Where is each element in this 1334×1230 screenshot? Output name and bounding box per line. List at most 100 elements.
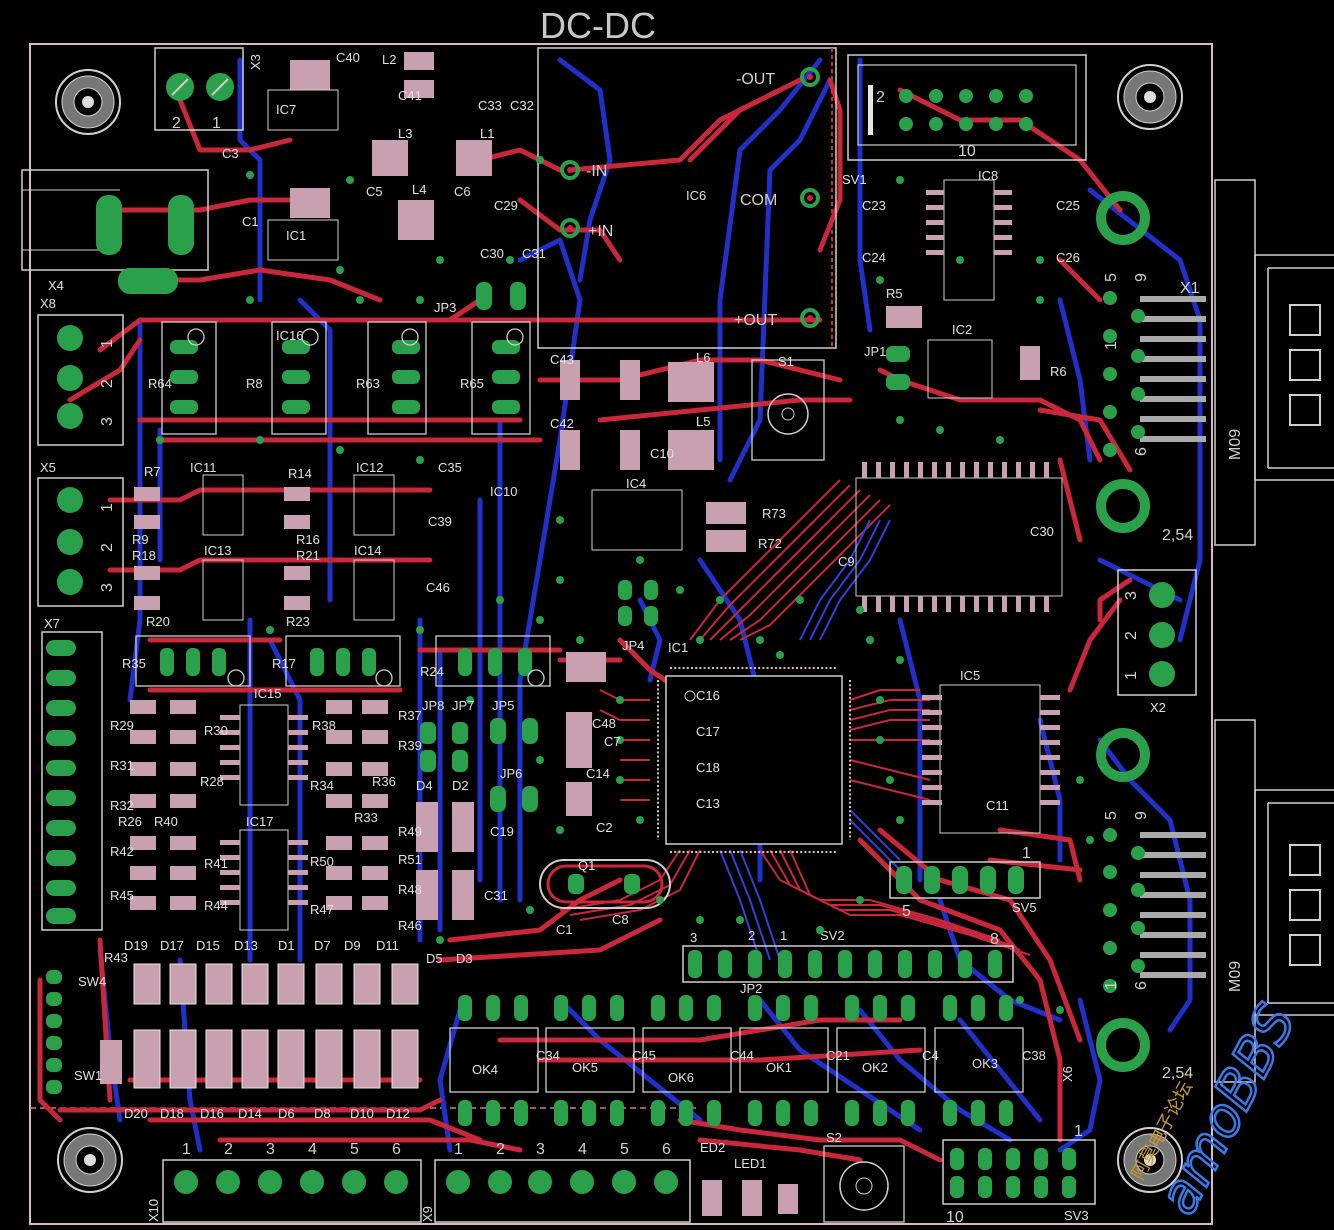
svg-text:R18: R18 bbox=[132, 548, 156, 563]
svg-text:IC5: IC5 bbox=[960, 668, 980, 683]
svg-text:C40: C40 bbox=[336, 50, 360, 65]
connector-x1: X1 M09 2,54 5 9 1 6 bbox=[1096, 179, 1334, 546]
svg-text:6: 6 bbox=[1133, 981, 1150, 990]
svg-text:JP7: JP7 bbox=[452, 698, 474, 713]
svg-text:D11: D11 bbox=[376, 938, 399, 953]
svg-text:C30: C30 bbox=[480, 246, 504, 261]
svg-text:C43: C43 bbox=[550, 352, 574, 367]
svg-text:R46: R46 bbox=[398, 918, 422, 933]
svg-text:5: 5 bbox=[620, 1141, 629, 1158]
svg-text:X2: X2 bbox=[1150, 700, 1166, 715]
svg-text:C25: C25 bbox=[1056, 198, 1080, 213]
terminal-x7: X7 bbox=[41, 616, 103, 931]
smd-pads bbox=[100, 52, 1040, 1216]
svg-text:R26: R26 bbox=[118, 814, 142, 829]
svg-text:SW1: SW1 bbox=[74, 1068, 102, 1083]
svg-text:1: 1 bbox=[182, 1141, 191, 1158]
svg-text:10: 10 bbox=[958, 143, 976, 160]
svg-text:C45: C45 bbox=[632, 1048, 656, 1063]
svg-text:L1: L1 bbox=[480, 126, 494, 141]
mounting-holes bbox=[55, 64, 1183, 1193]
svg-text:10: 10 bbox=[946, 1209, 964, 1226]
svg-text:D1: D1 bbox=[278, 938, 295, 953]
svg-text:R35: R35 bbox=[122, 656, 146, 671]
svg-text:C23: C23 bbox=[862, 198, 886, 213]
svg-text:R24: R24 bbox=[420, 664, 444, 679]
soic-packages bbox=[220, 179, 1063, 931]
svg-text:R32: R32 bbox=[110, 798, 134, 813]
svg-text:C5: C5 bbox=[366, 184, 383, 199]
svg-text:2: 2 bbox=[172, 115, 181, 132]
svg-text:+OUT: +OUT bbox=[734, 312, 777, 329]
svg-text:5: 5 bbox=[350, 1141, 359, 1158]
svg-text:C26: C26 bbox=[1056, 250, 1080, 265]
crystal-q1 bbox=[539, 859, 671, 909]
svg-text:D3: D3 bbox=[456, 951, 473, 966]
svg-text:D2: D2 bbox=[452, 778, 469, 793]
svg-text:X3: X3 bbox=[248, 54, 263, 70]
svg-text:4: 4 bbox=[578, 1141, 587, 1158]
svg-text:OK4: OK4 bbox=[472, 1062, 498, 1077]
svg-text:1: 1 bbox=[99, 339, 116, 348]
svg-text:IC12: IC12 bbox=[356, 460, 383, 475]
svg-text:3: 3 bbox=[1123, 591, 1140, 600]
svg-text:1: 1 bbox=[212, 115, 221, 132]
svg-text:3: 3 bbox=[690, 930, 697, 945]
svg-text:IC11: IC11 bbox=[190, 460, 217, 475]
svg-text:JP3: JP3 bbox=[434, 300, 456, 315]
svg-text:C44: C44 bbox=[730, 1048, 754, 1063]
svg-text:2,54: 2,54 bbox=[1162, 1065, 1193, 1082]
svg-text:R17: R17 bbox=[272, 656, 296, 671]
svg-text:R42: R42 bbox=[110, 844, 134, 859]
svg-text:R7: R7 bbox=[144, 464, 161, 479]
terminal-x3: 2 1 X3 bbox=[154, 47, 263, 132]
svg-text:R72: R72 bbox=[758, 536, 782, 551]
svg-text:R9: R9 bbox=[132, 532, 149, 547]
svg-text:3: 3 bbox=[536, 1141, 545, 1158]
svg-text:R34: R34 bbox=[310, 778, 334, 793]
svg-text:R21: R21 bbox=[296, 548, 320, 563]
svg-text:3: 3 bbox=[99, 583, 116, 592]
svg-text:6: 6 bbox=[662, 1141, 671, 1158]
svg-text:3: 3 bbox=[266, 1141, 275, 1158]
svg-text:IC6: IC6 bbox=[686, 188, 706, 203]
svg-text:R65: R65 bbox=[460, 376, 484, 391]
svg-text:R30: R30 bbox=[204, 723, 228, 738]
svg-text:D6: D6 bbox=[278, 1106, 295, 1121]
svg-text:D14: D14 bbox=[238, 1106, 262, 1121]
terminal-x10: 1 2 3 4 5 6 X10 bbox=[146, 1141, 422, 1223]
svg-text:R16: R16 bbox=[296, 532, 320, 547]
svg-text:D20: D20 bbox=[124, 1106, 148, 1121]
svg-text:D16: D16 bbox=[200, 1106, 224, 1121]
svg-text:D12: D12 bbox=[386, 1106, 410, 1121]
top-copper-traces bbox=[37, 77, 1133, 1163]
svg-text:2: 2 bbox=[224, 1141, 233, 1158]
svg-text:C31: C31 bbox=[522, 246, 546, 261]
svg-text:D9: D9 bbox=[344, 938, 361, 953]
board-title: DC-DC bbox=[540, 5, 656, 46]
dcdc-module: -OUT -IN COM +IN +OUT IC6 bbox=[537, 47, 837, 349]
svg-text:4: 4 bbox=[308, 1141, 317, 1158]
svg-text:D10: D10 bbox=[350, 1106, 374, 1121]
svg-text:M09: M09 bbox=[1227, 429, 1244, 460]
svg-text:2,54: 2,54 bbox=[1162, 527, 1193, 544]
svg-text:IC4: IC4 bbox=[626, 476, 646, 491]
svg-text:IC17: IC17 bbox=[246, 814, 273, 829]
svg-text:R31: R31 bbox=[110, 758, 134, 773]
svg-text:R41: R41 bbox=[204, 856, 228, 871]
svg-text:D7: D7 bbox=[314, 938, 331, 953]
svg-text:X8: X8 bbox=[40, 296, 56, 311]
svg-text:D4: D4 bbox=[416, 778, 433, 793]
svg-text:IC1: IC1 bbox=[286, 228, 306, 243]
svg-text:C6: C6 bbox=[454, 184, 471, 199]
svg-text:-IN: -IN bbox=[586, 163, 607, 180]
terminal-x4: X4 bbox=[21, 169, 209, 294]
svg-text:C46: C46 bbox=[426, 580, 450, 595]
svg-text:R14: R14 bbox=[288, 466, 312, 481]
svg-text:R38: R38 bbox=[312, 718, 336, 733]
svg-text:R50: R50 bbox=[310, 854, 334, 869]
svg-text:R49: R49 bbox=[398, 824, 422, 839]
reference-labels: C40 L2 C41 C33 C32 IC7 C3 L3 L1 C5 L4 C6… bbox=[74, 50, 1080, 1171]
ic1-fanout bbox=[559, 479, 1031, 961]
svg-text:M09: M09 bbox=[1227, 961, 1244, 992]
